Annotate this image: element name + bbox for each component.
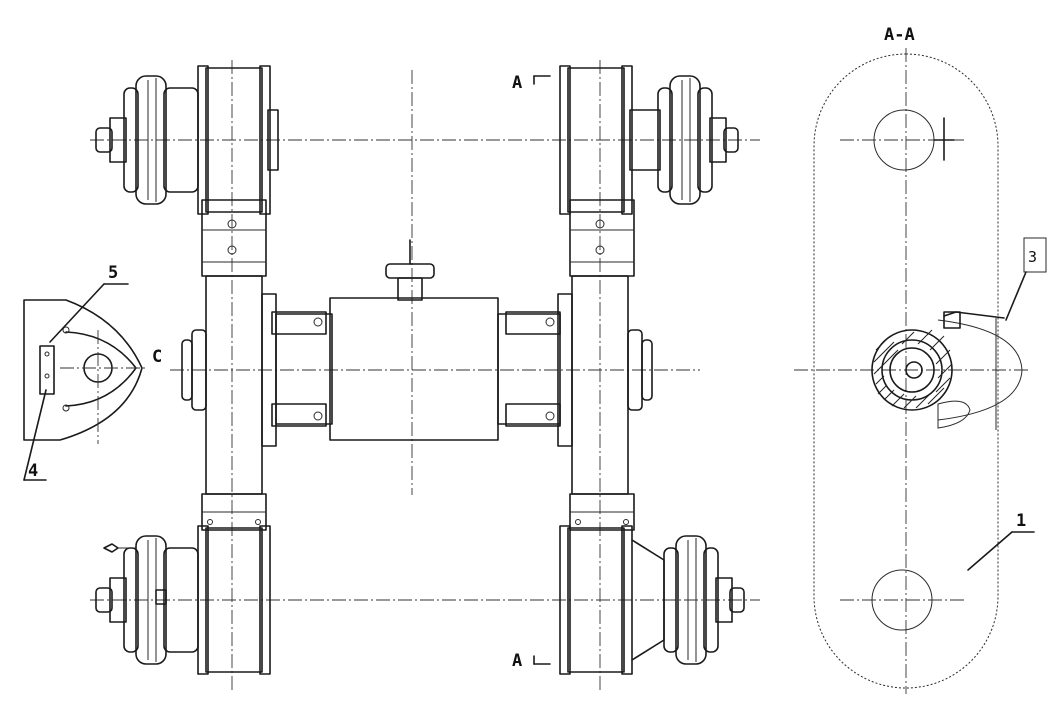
section-a-a-view: A-A	[794, 25, 1047, 694]
section-label-top: A	[512, 73, 522, 93]
callout-1-label: 1	[1016, 511, 1026, 531]
view-label-c: C	[152, 347, 162, 367]
right-beam	[557, 199, 653, 531]
right-bottom-wheel	[559, 525, 745, 675]
callout-3-label: 3	[1028, 248, 1037, 266]
right-top-wheel	[559, 65, 739, 215]
left-top-wheel	[95, 65, 279, 215]
left-bottom-wheel	[95, 525, 271, 675]
main-plan-view: A A C	[90, 60, 760, 690]
section-view-title: A-A	[884, 25, 915, 45]
callout-4-label: 4	[28, 461, 38, 481]
central-connector	[271, 239, 561, 441]
section-cut-markers	[533, 75, 551, 665]
callout-5-label: 5	[108, 263, 118, 283]
left-beam	[181, 199, 277, 531]
hub-section	[871, 311, 1023, 429]
callout-3-box	[1023, 237, 1047, 273]
lower-pin-hole	[871, 569, 933, 631]
section-label-bottom: A	[512, 651, 522, 671]
detail-view-c	[23, 283, 145, 481]
